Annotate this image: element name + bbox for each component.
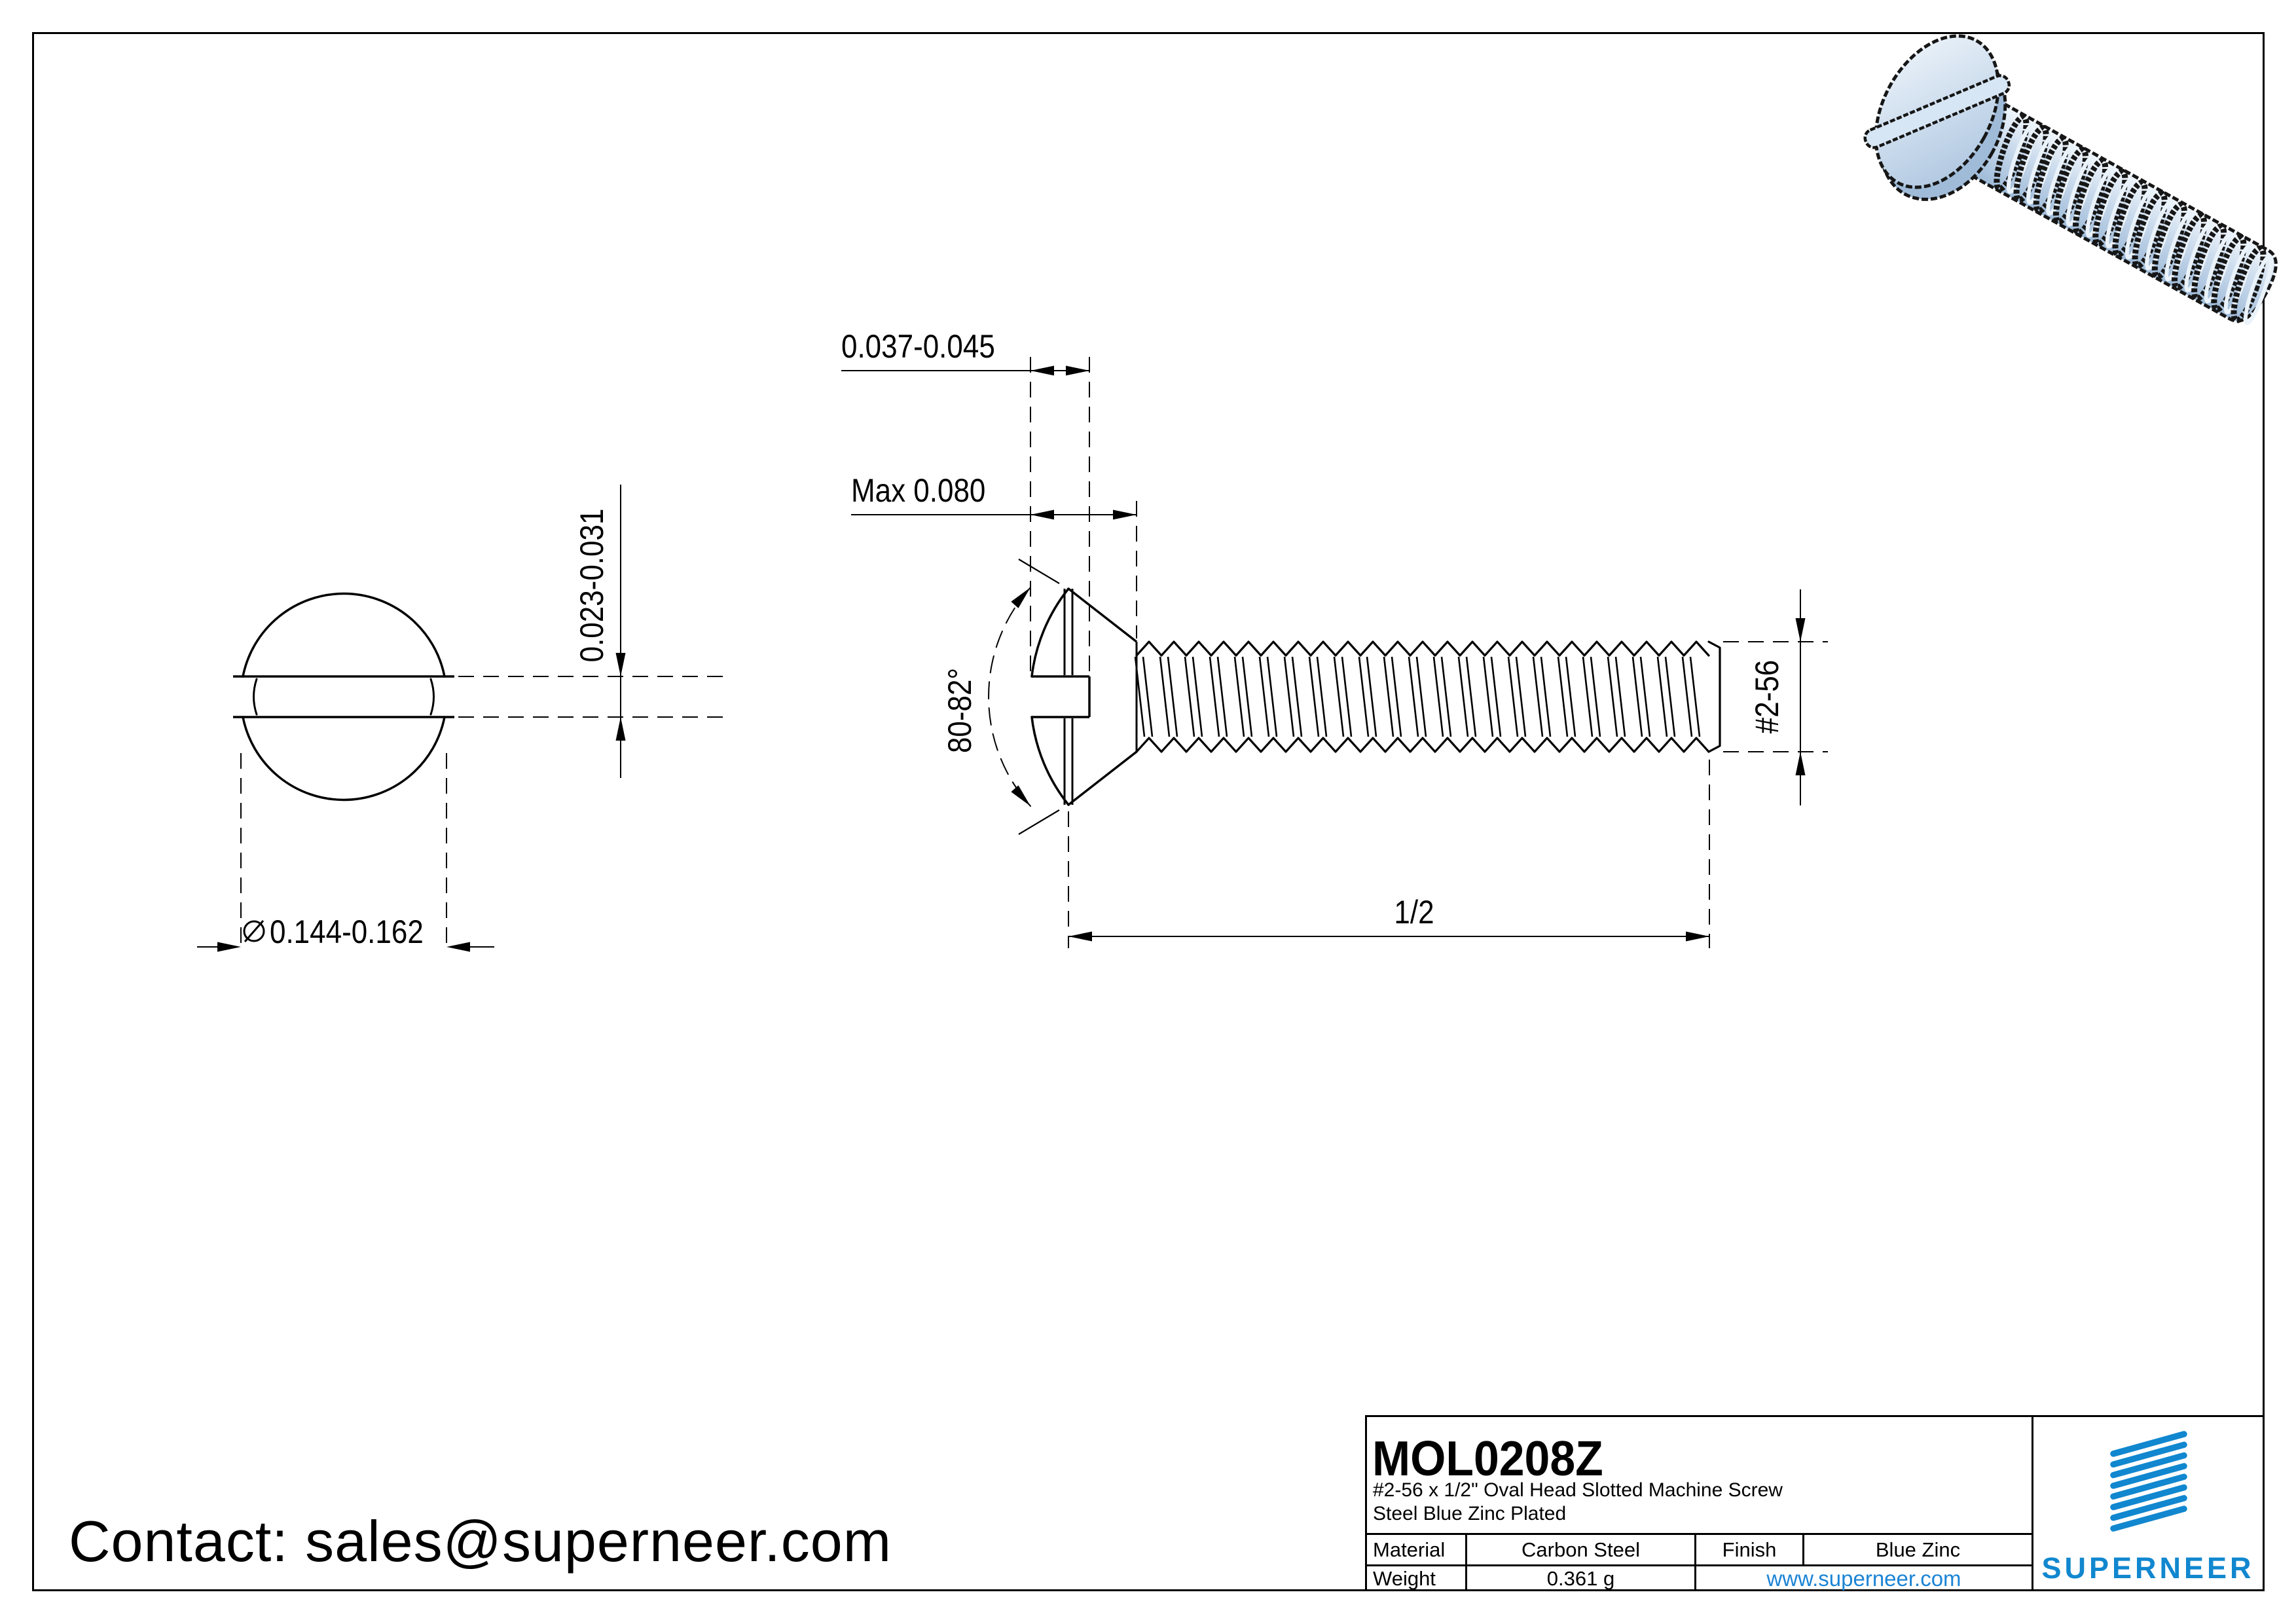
title-block-description-cell: MOL0208Z #2-56 x 1/2" Oval Head Slotted … bbox=[1367, 1417, 2032, 1535]
website-link[interactable]: www.superneer.com bbox=[1694, 1564, 2032, 1591]
material-value: Carbon Steel bbox=[1465, 1535, 1694, 1564]
description-line-1: #2-56 x 1/2" Oval Head Slotted Machine S… bbox=[1373, 1479, 1783, 1501]
weight-value: 0.361 g bbox=[1465, 1564, 1694, 1591]
finish-label: Finish bbox=[1694, 1535, 1802, 1564]
dim-thread-size-label: #2-56 bbox=[1748, 660, 1785, 734]
dim-head-diameter-label: 0.144-0.162 bbox=[270, 913, 424, 950]
superneer-logo-icon bbox=[2110, 1431, 2187, 1532]
part-number: MOL0208Z bbox=[1372, 1431, 1603, 1486]
front-view bbox=[197, 485, 725, 952]
weight-label: Weight bbox=[1367, 1564, 1465, 1591]
sheet-border bbox=[32, 32, 2265, 1591]
dim-head-angle-label: 80-82° bbox=[941, 668, 977, 753]
description-line-2: Steel Blue Zinc Plated bbox=[1373, 1503, 1567, 1524]
dim-length-label: 1/2 bbox=[1394, 893, 1434, 930]
side-view bbox=[841, 357, 1828, 948]
finish-value: Blue Zinc bbox=[1802, 1535, 2032, 1564]
screw-3d-render bbox=[1863, 34, 2278, 325]
brand-logo-cell: SUPERNEER bbox=[2032, 1417, 2263, 1589]
dim-head-height-label: Max 0.080 bbox=[851, 471, 985, 508]
dim-head-diameter: 0.144-0.162 bbox=[243, 913, 424, 950]
dim-slot-depth-label: 0.037-0.045 bbox=[841, 327, 995, 364]
dim-slot-width-label: 0.023-0.031 bbox=[573, 509, 610, 663]
brand-wordmark: SUPERNEER bbox=[2041, 1551, 2255, 1585]
material-label: Material bbox=[1373, 1538, 1446, 1561]
diameter-symbol-icon bbox=[243, 920, 265, 942]
contact-email: Contact: sales@superneer.com bbox=[69, 1509, 892, 1574]
title-block: MOL0208Z #2-56 x 1/2" Oval Head Slotted … bbox=[1365, 1415, 2265, 1591]
